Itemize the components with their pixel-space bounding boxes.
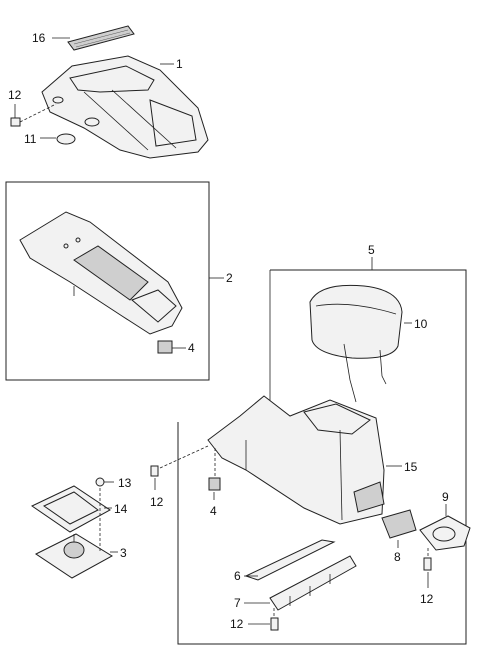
part-11-clip [56,133,76,145]
callout-2: 2 [226,271,233,285]
callout-9: 9 [442,490,449,504]
part-2-frame [5,181,210,381]
part-3-boot [35,533,113,579]
part-4-clip-b [208,477,221,491]
part-2-console-panel [19,211,183,335]
callout-5: 5 [368,243,375,257]
part-4-clip-a [157,340,173,354]
callout-12-top: 12 [8,88,22,102]
callout-1: 1 [176,57,183,71]
callout-8: 8 [394,550,401,564]
callout-16: 16 [32,31,46,45]
part-1-bracket [41,55,209,159]
callout-3: 3 [120,546,127,560]
part-12-screw-mid [150,465,159,477]
part-5-frame [177,269,467,645]
part-12-screw-right [423,557,432,571]
part-16-pad [67,25,135,51]
callout-14: 14 [114,502,128,516]
callout-10: 10 [414,317,428,331]
callout-4-upper: 4 [188,341,195,355]
callout-13: 13 [118,476,132,490]
callout-7: 7 [234,596,241,610]
callout-4-lower: 4 [210,504,217,518]
callout-6: 6 [234,569,241,583]
part-7-bracket [269,555,357,611]
part-12-screw-bottom [270,617,279,631]
part-14-gasket [31,485,111,533]
part-13-nut [95,477,105,487]
callout-11: 11 [24,132,37,146]
callout-12-right: 12 [420,592,434,606]
part-9-holder [419,515,471,551]
callout-15: 15 [404,460,418,474]
part-15-console [207,395,385,525]
part-10-armrest [309,284,403,403]
part-12-screw-top [10,110,21,127]
callout-12-mid: 12 [150,495,164,509]
part-8-insert [381,509,417,539]
callout-12-bottom: 12 [230,617,244,631]
part-6-rail [244,539,336,581]
